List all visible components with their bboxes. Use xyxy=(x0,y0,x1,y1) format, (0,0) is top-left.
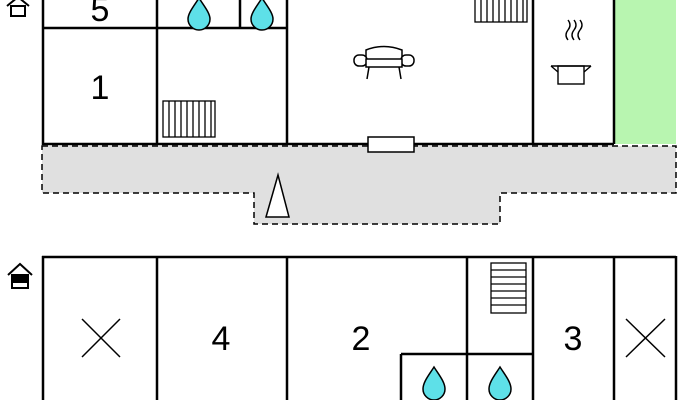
room-2-label: 2 xyxy=(352,320,371,358)
radiator-icon xyxy=(162,100,216,138)
upper-floor: 5 1 xyxy=(6,0,677,225)
storage-x-icon xyxy=(625,318,666,358)
terrace xyxy=(41,145,677,225)
bathroom-water-drop-icon xyxy=(187,0,211,31)
green-area xyxy=(614,0,676,144)
bathroom-water-drop-icon xyxy=(422,365,446,400)
house-lower-level-icon xyxy=(7,262,33,289)
bathroom-water-drop-icon xyxy=(250,0,274,31)
stairs-icon xyxy=(490,262,527,314)
house-upper-level-icon xyxy=(6,0,30,17)
lower-walls xyxy=(41,255,678,400)
bathroom-water-drop-icon xyxy=(488,365,512,400)
room-4-label: 4 xyxy=(212,320,231,358)
window xyxy=(367,136,415,153)
room-3-label: 3 xyxy=(564,320,583,358)
storage-x-icon xyxy=(81,318,121,358)
room-1-label: 1 xyxy=(91,69,110,107)
sofa-icon xyxy=(353,45,415,80)
tent-icon xyxy=(265,172,290,218)
lower-floor: 4 2 3 xyxy=(7,255,678,400)
stove-pot-icon xyxy=(550,19,592,85)
room-5-label: 5 xyxy=(91,0,110,29)
upper-walls xyxy=(41,0,616,146)
radiator-icon xyxy=(474,0,528,23)
